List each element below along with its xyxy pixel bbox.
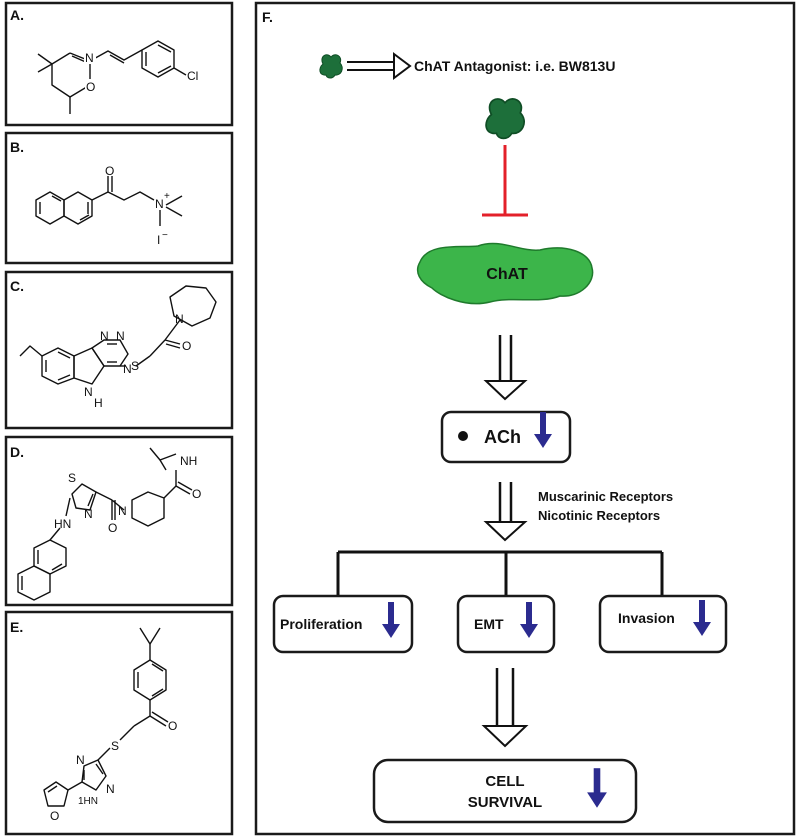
compound-d-structure [17,447,193,601]
panel-a-label: A. [10,7,24,23]
compound-d-sulfur: S [68,471,76,485]
outcome-emt: EMT [456,594,556,654]
panel-d-frame [4,435,234,607]
cell-survival-line-2: SURVIVAL [468,794,542,811]
branch-connector [336,550,664,596]
compound-d-amide-nh: NH [180,454,197,468]
outcome-label: Proliferation [280,616,362,632]
compound-d-piperidine-nitrogen: N [118,504,127,518]
flow-arrow-3-icon [481,668,529,748]
ach-dot-icon [458,431,468,441]
panel-c: C. N O N N N [4,270,234,430]
outcome-invasion: Invasion [598,594,728,654]
compound-c-nitrogen-4: N [84,385,93,399]
receptor-label-muscarinic: Muscarinic Receptors [538,489,673,504]
compound-a-structure [37,40,187,114]
compound-e-ketone-oxygen: O [168,719,177,733]
compound-d-oxygen-2: O [108,521,117,535]
compound-e-structure [43,627,169,807]
cell-survival-line-1: CELL [485,773,524,790]
compound-d-oxygen-1: O [192,487,201,501]
compound-b-structure [35,176,183,226]
compound-c-hydrogen: H [94,396,103,410]
compound-b-charge: + [164,191,170,202]
panel-b-label: B. [10,139,24,155]
compound-c-nitrogen-1: N [100,329,109,343]
panel-f-label: F. [262,9,273,25]
compound-c-oxygen: O [182,339,191,353]
panel-a-frame [4,1,234,127]
compound-c-sulfur: S [131,359,139,373]
ach-label: ACh [484,427,521,447]
compound-e-sulfur: S [111,739,119,753]
panel-b: B. O N + I − [4,131,234,265]
cell-survival-box [372,758,638,824]
ach-box [440,410,572,464]
compound-d-thiazole-nitrogen: N [84,507,93,521]
panel-d: D. [4,435,234,607]
antagonist-legend-icon [319,54,343,79]
compound-c-nitrogen-2: N [116,329,125,343]
outcome-label: EMT [474,616,504,632]
antagonist-blob-icon [485,98,526,140]
compound-b-oxygen: O [105,164,114,178]
chat-enzyme-shape [416,242,594,305]
compound-c-nitrogen-3: N [123,362,132,376]
compound-a-chlorine: Cl [187,69,198,83]
compound-e-nitrogen-2: N [106,782,115,796]
compound-c-ring-nitrogen: N [175,312,184,326]
outcome-proliferation: Proliferation [272,594,414,654]
panel-a: A. N O Cl [4,1,234,127]
panel-e-frame [4,610,234,836]
compound-b-iodide: I [157,233,160,247]
compound-d-hn: HN [54,517,71,531]
flow-arrow-1-icon [483,335,528,401]
panel-f: F. ChAT Antagonist: i.e. BW813U ChAT ACh [254,1,796,836]
compound-b-iodide-charge: − [162,230,168,241]
compound-a-oxygen: O [86,80,95,94]
panel-d-label: D. [10,444,24,460]
panel-c-frame [4,270,234,430]
legend-arrow-icon [347,52,412,80]
chat-label: ChAT [486,266,528,283]
compound-c-structure [19,285,217,385]
compound-e-furan-oxygen: O [50,809,59,823]
receptor-label-nicotinic: Nicotinic Receptors [538,508,660,523]
compound-b-nitrogen: N [155,197,164,211]
compound-e-nitrogen-1: N [76,753,85,767]
compound-a-nitrogen: N [85,51,94,65]
panel-e-label: E. [10,619,23,635]
outcome-label: Invasion [618,610,675,626]
flow-arrow-2-icon [483,482,528,542]
panel-c-label: C. [10,278,24,294]
antagonist-legend-text: ChAT Antagonist: i.e. BW813U [414,58,615,74]
panel-e: E. O S [4,610,234,836]
compound-e-nh: 1HN [78,796,98,807]
inhibition-bar-icon [482,145,528,217]
